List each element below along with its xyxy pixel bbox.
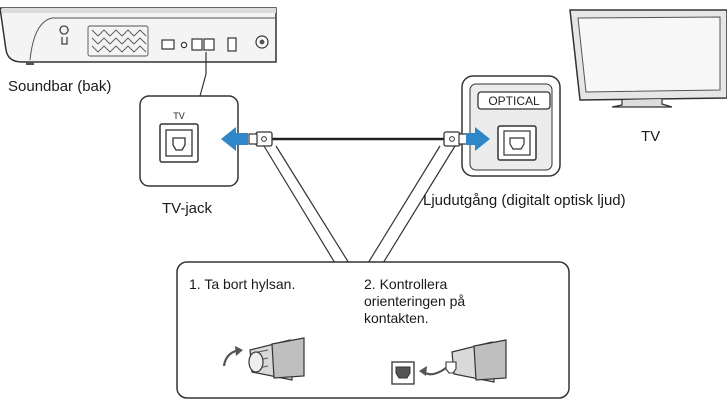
tv-illustration: [569, 9, 727, 108]
optical-badge-label: OPTICAL: [488, 94, 540, 108]
tv-label: TV: [641, 128, 661, 145]
optical-cable: [248, 131, 468, 147]
vent-grille: [87, 25, 149, 57]
audio-output-label: Ljudutgång (digitalt optisk ljud): [423, 192, 626, 209]
soundbar-rear-illustration: [0, 7, 277, 65]
tv-jack-label: TV-jack: [162, 200, 213, 217]
callout-leader-line: [199, 73, 207, 97]
step-1-text: 1. Ta bort hylsan.: [189, 276, 296, 292]
step-leader-lines: [263, 145, 456, 269]
tv-port-small-label: TV: [173, 111, 185, 121]
tv-jack-callout: TV: [139, 95, 239, 187]
remove-cap-illustration: [222, 337, 305, 381]
optical-output-callout: OPTICAL: [461, 75, 561, 177]
soundbar-label: Soundbar (bak): [8, 78, 112, 95]
check-orientation-illustration: [391, 339, 507, 385]
arrow-left-icon: [221, 127, 248, 151]
arrow-right-icon: [466, 127, 490, 151]
step-2-text: 2. Kontrollera orienteringen på kontakte…: [364, 276, 466, 326]
